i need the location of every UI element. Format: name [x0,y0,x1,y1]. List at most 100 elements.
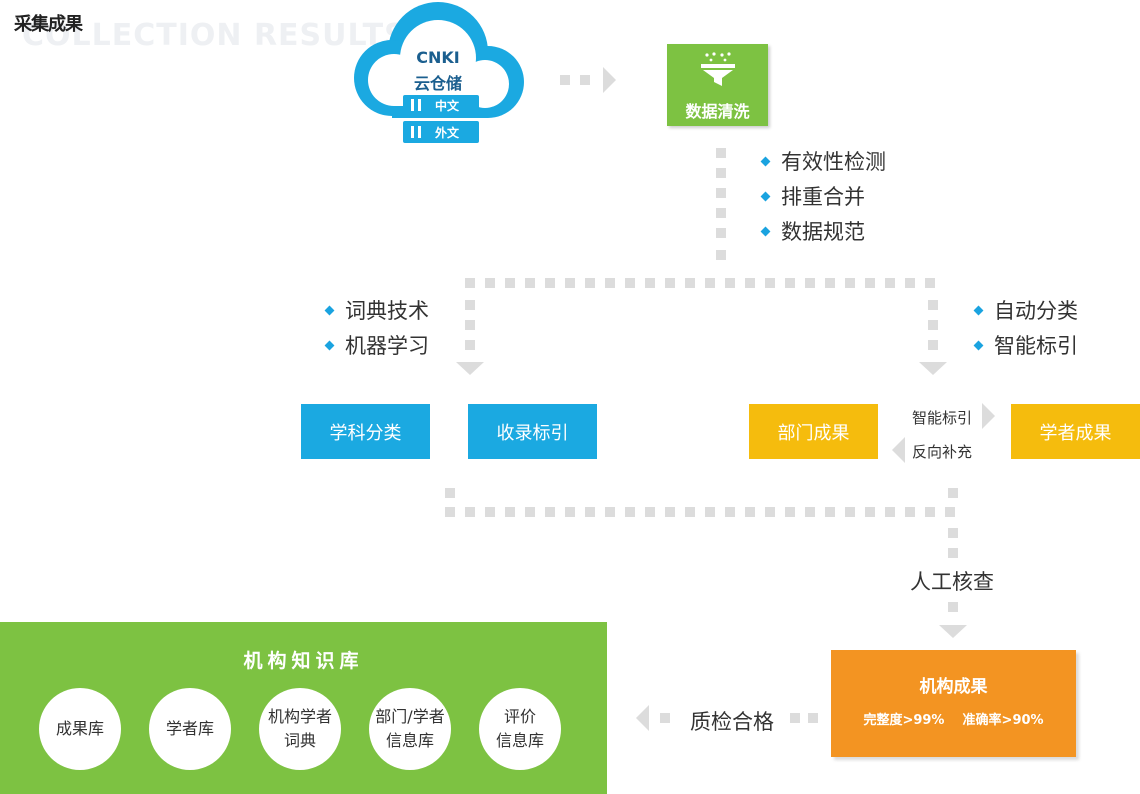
cloud-icon [354,2,524,118]
connector-dot [928,300,938,310]
connector-dot [716,168,726,178]
connector-dot [585,507,595,517]
connector-dot [745,507,755,517]
kb-item-scholars: 学者库 [149,688,231,770]
connector-dot [885,278,895,288]
kb-item-evaluation: 评价信息库 [479,688,561,770]
connector-dot [660,713,670,723]
connector-dot [745,278,755,288]
connector-dot [948,602,958,612]
connector-dot [885,507,895,517]
connector-dot [825,278,835,288]
dept-results-box: 部门成果 [749,404,878,459]
connector-dot [625,507,635,517]
connector-dot [716,250,726,260]
connector-dot [465,340,475,350]
connector-dot [585,278,595,288]
connector-dot [785,507,795,517]
arrow-right-icon [603,67,616,93]
connector-dot [865,507,875,517]
connector-dot [705,278,715,288]
connector-dot [545,278,555,288]
connector-dot [485,278,495,288]
connector-dot [485,507,495,517]
tag-chinese: 中文 [403,95,479,115]
cleaning-step: 有效性检测 [760,146,886,176]
connector-dot [808,713,818,723]
index-collection-box: 收录标引 [468,404,597,459]
connector-dot [928,340,938,350]
funnel-icon [701,52,735,86]
connector-dot [725,507,735,517]
connector-dot [790,713,800,723]
tech-item: 智能标引 [973,330,1078,360]
reverse-fill-label: 反向补充 [912,443,973,461]
org-results-box: 机构成果 完整度>99% 准确率>90% [831,650,1076,757]
connector-dot [565,507,575,517]
connector-dot [685,278,695,288]
kb-item-dept-info: 部门/学者信息库 [369,688,451,770]
connector-dot [825,507,835,517]
arrow-down-icon [939,625,967,638]
cnki-cloud: CNKI 云仓储 中文 外文 [350,0,530,150]
connector-dot [565,278,575,288]
org-results-title: 机构成果 [919,677,988,697]
server-icon [411,99,414,111]
connector-dot [805,507,815,517]
data-cleaning-box: 数据清洗 [667,44,768,126]
connector-dot [845,507,855,517]
smart-index-label: 智能标引 [912,409,973,427]
connector-dot [505,507,515,517]
server-icon [411,126,414,138]
connector-dot [560,75,570,85]
connector-dot [645,278,655,288]
connector-dot [580,75,590,85]
cleaning-step: 数据规范 [760,216,865,246]
connector-dot [845,278,855,288]
connector-dot [805,278,815,288]
connector-dot [928,320,938,330]
connector-dot [905,507,915,517]
cloud-line2: 云仓储 [413,74,462,93]
connector-dot [525,507,535,517]
tag-foreign: 外文 [403,121,479,143]
connector-dot [705,507,715,517]
connector-dot [905,278,915,288]
connector-dot [716,208,726,218]
connector-dot [665,507,675,517]
connector-dot [948,488,958,498]
tech-item: 自动分类 [973,295,1078,325]
connector-dot [465,320,475,330]
connector-dot [465,300,475,310]
arrow-right-icon [982,403,995,429]
connector-dot [765,278,775,288]
connector-dot [545,507,555,517]
connector-dot [716,228,726,238]
data-cleaning-label: 数据清洗 [685,102,750,121]
scholar-results-box: 学者成果 [1011,404,1140,459]
knowledge-base-panel: 机构知识库 成果库 学者库 机构学者词典 部门/学者信息库 评价信息库 [0,622,607,794]
tech-item: 机器学习 [324,330,429,360]
cleaning-step: 排重合并 [760,181,865,211]
org-results-stats: 完整度>99% 准确率>90% [863,713,1044,728]
manual-check-label: 人工核查 [910,570,994,594]
page-title: 采集成果 [14,14,83,35]
connector-dot [925,278,935,288]
connector-dot [505,278,515,288]
connector-dot [625,278,635,288]
connector-dot [445,488,455,498]
arrow-down-icon [456,362,484,375]
connector-dot [665,278,675,288]
connector-dot [605,278,615,288]
connector-dot [716,188,726,198]
tech-item: 词典技术 [324,295,429,325]
connector-dot [945,507,955,517]
connector-dot [765,507,775,517]
kb-item-dictionary: 机构学者词典 [259,688,341,770]
arrow-left-icon [636,705,649,731]
title-english: COLLECTION RESULTS [22,18,407,53]
arrow-down-icon [919,362,947,375]
knowledge-base-title: 机构知识库 [243,650,364,672]
connector-dot [465,507,475,517]
connector-dot [725,278,735,288]
